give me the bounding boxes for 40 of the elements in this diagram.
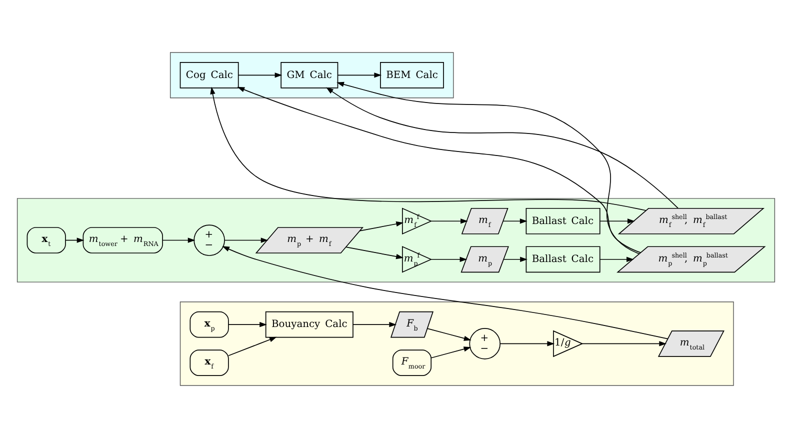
arrow <box>237 86 641 253</box>
arrow <box>336 82 640 254</box>
node-box: F$_{moor}$ <box>392 350 432 376</box>
arrow <box>162 238 196 243</box>
arrow <box>228 322 267 328</box>
arrow <box>326 87 678 209</box>
arrow <box>500 341 555 346</box>
arrow <box>65 238 84 243</box>
arrow <box>427 328 472 341</box>
arrow <box>430 346 472 358</box>
arrow <box>337 72 382 78</box>
node-box: x$_{p}$ <box>190 311 229 338</box>
arrow <box>430 256 468 262</box>
node-box: m$_{tower}$ + m$_{RNA}$ <box>82 227 163 254</box>
cluster <box>170 52 454 98</box>
arrow <box>224 238 268 243</box>
node-box: Bouyancy Calc <box>265 311 354 338</box>
node-box: Ballast Calc <box>526 246 600 273</box>
node-box: GM Calc <box>280 62 338 88</box>
cluster <box>16 198 776 282</box>
arrow <box>238 72 282 78</box>
arrow <box>430 218 468 224</box>
arrow <box>346 246 404 260</box>
arrow <box>359 221 404 232</box>
node-box: x$_{f}$ <box>190 350 229 376</box>
node-circle: + − <box>194 224 225 256</box>
arrow <box>502 218 528 224</box>
node-box: BEM Calc <box>380 62 444 88</box>
arrow <box>600 256 634 262</box>
node-circle: + − <box>469 328 501 360</box>
arrow <box>503 256 528 262</box>
node-box: Cog Calc <box>180 62 239 88</box>
arrow <box>210 86 646 211</box>
arrow <box>228 336 277 356</box>
arrow <box>582 341 667 346</box>
cluster <box>180 302 734 386</box>
node-box: Ballast Calc <box>526 208 600 234</box>
arrow <box>352 322 397 328</box>
node-box: x$_{t}$ <box>26 227 66 254</box>
arrow <box>600 218 635 224</box>
